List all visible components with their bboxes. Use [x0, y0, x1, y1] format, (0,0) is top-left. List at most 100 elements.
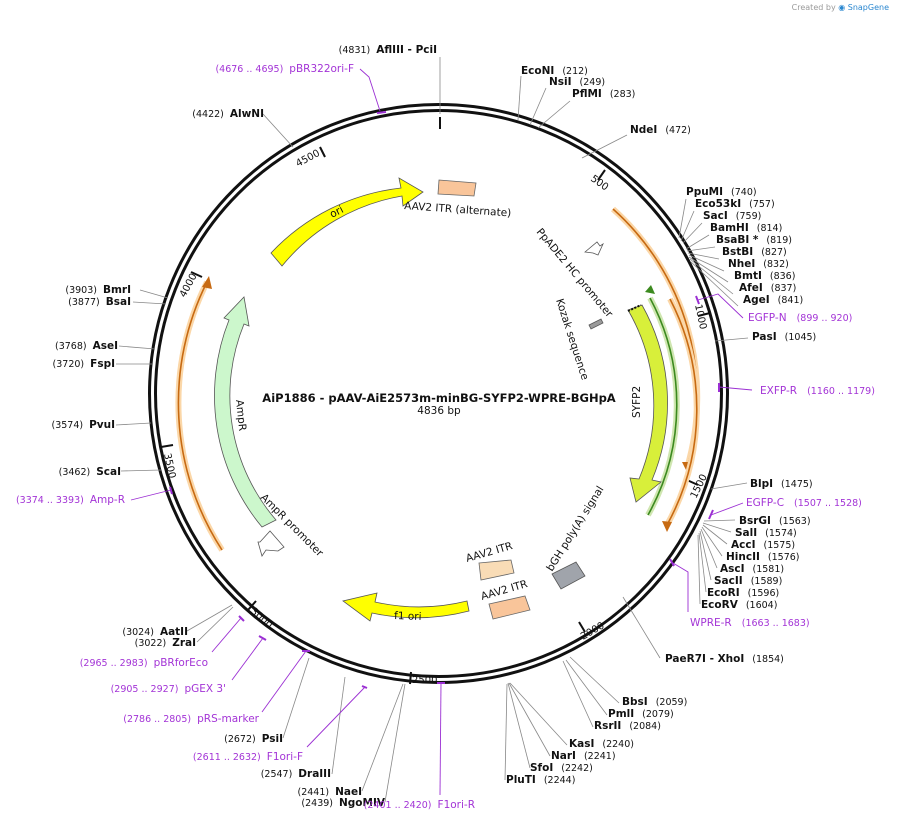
site-position: (759) [736, 211, 762, 222]
site-leader [508, 682, 551, 757]
site-label-agei: AgeI(841) [743, 294, 803, 306]
backbone-inner [154, 109, 723, 678]
site-name: SacII [714, 575, 743, 587]
site-name: ZraI [172, 637, 196, 649]
primer-leaders [130, 68, 753, 796]
primer-leader [231, 637, 264, 681]
site-leader [504, 683, 508, 781]
site-name: SfoI [530, 762, 553, 774]
primer-leader [261, 650, 307, 713]
site-position: (814) [757, 223, 783, 234]
primer-position: (4676 .. 4695) [215, 64, 283, 75]
primer-name: pBRforEco [154, 657, 208, 669]
site-name: PluTI [506, 774, 536, 786]
site-name: BbsI [622, 696, 648, 708]
site-label-paer7i-xhoi: PaeR7I - XhoI(1854) [665, 653, 784, 665]
feature-syfp2 [627, 304, 668, 503]
tick-mark [409, 671, 412, 685]
site-label-ppumi: PpuMI(740) [686, 186, 757, 198]
site-label-bmri: (3903)BmrI [65, 284, 131, 296]
site-position: (2439) [301, 798, 333, 809]
site-position: (1854) [752, 654, 784, 665]
credit-brand: SnapGene [847, 3, 889, 12]
site-name: ScaI [96, 466, 121, 478]
site-label-bamhi: BamHI(814) [710, 222, 782, 234]
primer-name: EGFP-C [746, 497, 784, 509]
site-leader [196, 606, 234, 643]
site-position: (1475) [781, 479, 813, 490]
primer-leader [306, 686, 366, 748]
site-name: BmtI [734, 270, 762, 282]
primer-label-pbrforeco: (2965 .. 2983)pBRforEco [80, 657, 208, 669]
primer-leader [439, 682, 442, 796]
label-aav2-itr-alternate: AAV2 ITR (alternate) [404, 200, 512, 219]
syfp2-dotted-start [627, 304, 642, 312]
site-name: EcoRI [707, 587, 740, 599]
primer-position: (3374 .. 3393) [16, 495, 84, 506]
site-label-bsrgi: BsrGI(1563) [739, 515, 811, 527]
site-label-sfoi: SfoI(2242) [530, 762, 593, 774]
site-leader [529, 87, 547, 126]
site-leader [562, 660, 594, 728]
site-label-sacii: SacII(1589) [714, 575, 782, 587]
primer-label-wpre-r: WPRE-R(1663 .. 1683) [690, 617, 810, 629]
primer-position: (1507 .. 1528) [794, 498, 862, 509]
primer-mark [708, 509, 714, 520]
site-label-pmli: PmlI(2079) [608, 708, 674, 720]
site-name: RsrII [594, 720, 621, 732]
site-name: KasI [569, 738, 594, 750]
primer-name: EGFP-N [748, 312, 787, 324]
site-position: (4831) [339, 45, 371, 56]
site-label-econi: EcoNI(212) [521, 65, 588, 77]
site-position: (3462) [59, 467, 91, 478]
site-leader [689, 258, 734, 295]
orf-arc-left-core [177, 281, 223, 551]
site-name: BsaBI * [716, 234, 759, 246]
site-name: AseI [93, 340, 118, 352]
primer-mark [695, 295, 700, 305]
feature-ampr-promoter [257, 530, 285, 557]
primer-label-egfp-c: EGFP-C (1507 .. 1528) [746, 497, 862, 509]
primer-label-prs-marker: (2786 .. 2805)pRS-marker [123, 713, 259, 725]
site-leader [700, 528, 718, 569]
site-leader [517, 75, 522, 121]
site-name: HincII [726, 551, 760, 563]
site-leader [120, 469, 162, 472]
site-label-bstbi: BstBI(827) [722, 246, 787, 258]
feature-aav2-itr-alternate [437, 179, 477, 197]
site-name: NaeI [335, 786, 362, 798]
site-leader [688, 254, 725, 272]
site-name: AscI [720, 563, 745, 575]
primer-position: (1663 .. 1683) [742, 618, 810, 629]
site-position: (3768) [55, 341, 87, 352]
site-leader [689, 260, 739, 307]
tick-mark [247, 600, 257, 611]
site-leader [115, 422, 152, 426]
primer-position: (2786 .. 2805) [123, 714, 191, 725]
site-name: BlpI [750, 478, 773, 490]
feature-ori [270, 177, 424, 267]
site-label-hincii: HincII(1576) [726, 551, 800, 563]
primer-mark [669, 558, 675, 567]
site-label-nsii: NsiI(249) [549, 76, 605, 88]
snapgene-credit: Created by ◉ SnapGene [792, 3, 889, 12]
site-leader [702, 522, 732, 533]
snapgene-logo-icon: ◉ [838, 3, 846, 12]
primer-label-f1ori-r: (2401 .. 2420)F1ori-R [364, 799, 475, 811]
features [214, 177, 668, 622]
site-position: (2084) [629, 721, 661, 732]
primer-leader [672, 562, 689, 612]
site-label-ndei: NdeI(472) [630, 124, 691, 136]
primer-leader [359, 68, 381, 112]
site-position: (2547) [261, 769, 293, 780]
credit-prefix: Created by [791, 3, 836, 12]
site-label-saci: SacI(759) [703, 210, 761, 222]
site-label-aatii: (3024)AatII [122, 626, 188, 638]
site-position: (832) [763, 259, 789, 270]
site-leader [186, 604, 233, 632]
site-leader [687, 252, 720, 260]
primer-position: (899 .. 920) [797, 313, 853, 324]
site-label-bbsi: BbsI(2059) [622, 696, 687, 708]
site-label-ecorv: EcoRV(1604) [701, 599, 777, 611]
